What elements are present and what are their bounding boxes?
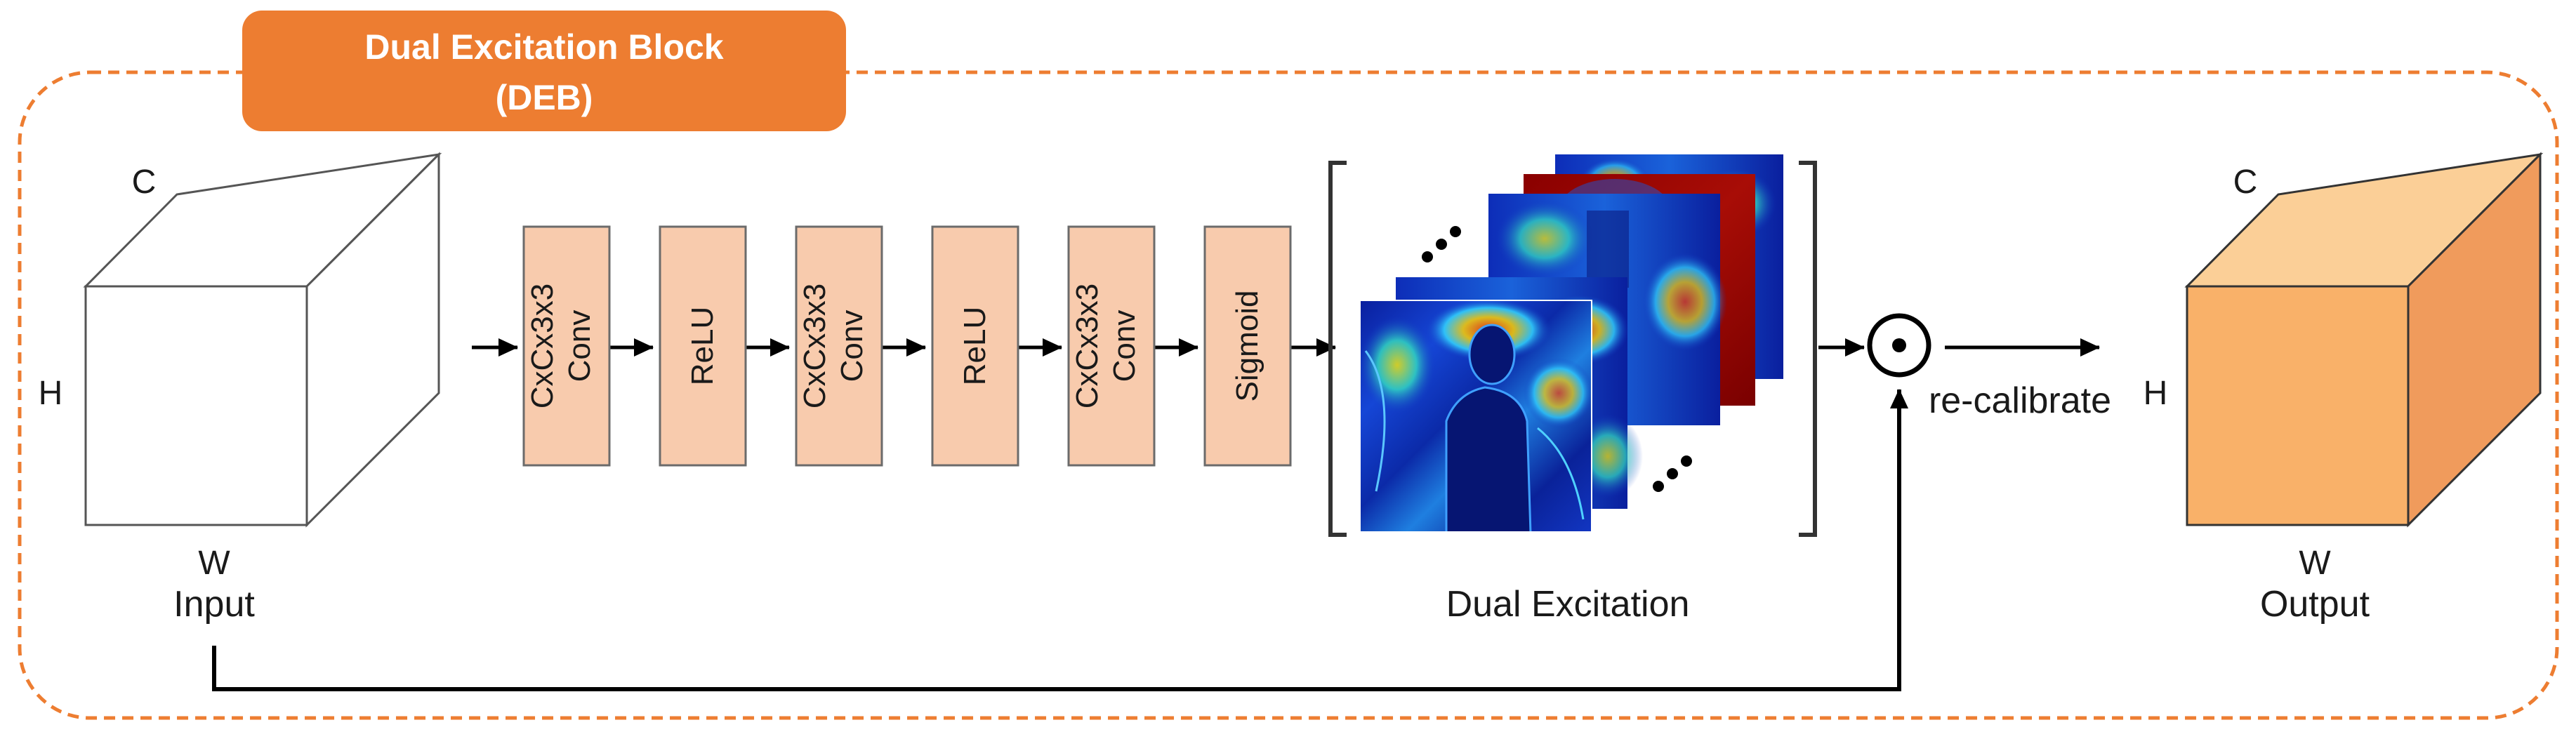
input-tensor-cube xyxy=(83,152,442,528)
layer-conv-3-line2: Conv xyxy=(1107,310,1142,382)
input-dim-c: C xyxy=(132,164,157,201)
title-line2: (DEB) xyxy=(496,78,593,117)
output-dim-c: C xyxy=(2233,164,2258,201)
layer-conv-3: CxCx3x3 Conv xyxy=(1067,225,1156,467)
layer-conv-2: CxCx3x3 Conv xyxy=(795,225,883,467)
title-banner: Dual Excitation Block (DEB) xyxy=(242,11,846,131)
output-caption: Output xyxy=(2260,584,2370,625)
layer-relu-2: ReLU xyxy=(931,225,1019,467)
skip-connection xyxy=(212,389,1908,691)
title-line1: Dual Excitation Block xyxy=(364,27,723,67)
output-dim-h: H xyxy=(2144,375,2168,412)
layer-sigmoid: Sigmoid xyxy=(1203,225,1292,467)
input-caption: Input xyxy=(173,584,255,625)
layer-conv-1: CxCx3x3 Conv xyxy=(522,225,611,467)
output-dim-w: W xyxy=(2299,545,2331,582)
layer-relu-1: ReLU xyxy=(659,225,747,467)
hadamard-operator xyxy=(1867,313,1931,378)
layer-conv-2-line1: CxCx3x3 xyxy=(798,284,832,409)
excitation-caption: Dual Excitation xyxy=(1446,584,1690,625)
input-dim-w: W xyxy=(198,545,230,582)
layer-conv-1-line1: CxCx3x3 xyxy=(525,284,560,409)
layer-conv-3-line1: CxCx3x3 xyxy=(1070,284,1104,409)
ellipsis-upper xyxy=(1422,226,1461,262)
right-bracket xyxy=(1799,161,1817,537)
layer-sigmoid-line1: Sigmoid xyxy=(1230,291,1264,402)
excitation-stack xyxy=(1328,154,1817,537)
deb-dashed-frame xyxy=(18,70,2559,720)
output-tensor-cube xyxy=(2184,152,2544,528)
recalibrate-caption: re-calibrate xyxy=(1929,380,2111,421)
input-dim-h: H xyxy=(39,375,63,412)
excitation-map-front xyxy=(1360,300,1592,532)
layer-relu-2-line1: ReLU xyxy=(958,307,992,386)
layer-conv-2-line2: Conv xyxy=(835,310,869,382)
left-bracket xyxy=(1328,161,1347,537)
person-silhouette xyxy=(1445,324,1532,532)
ellipsis-lower xyxy=(1653,455,1692,492)
layer-relu-1-line1: ReLU xyxy=(685,307,720,386)
layer-conv-1-line2: Conv xyxy=(562,310,597,382)
